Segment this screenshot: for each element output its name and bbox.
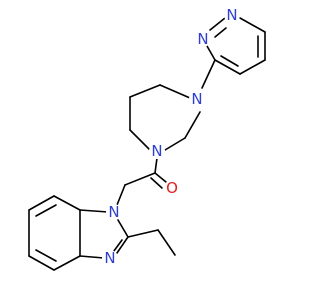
atom-symbol: N: [191, 90, 202, 108]
diazepane-nitrogen-4: N: [189, 90, 205, 108]
atom-symbol: O: [166, 179, 178, 197]
pyridazine-nitrogen-1: N: [195, 30, 211, 48]
carbonyl-oxygen: O: [164, 179, 180, 197]
bond: [129, 129, 151, 151]
bond: [35, 249, 57, 262]
molecule-structure-diagram: N N N N O N N: [28, 6, 266, 271]
bond: [117, 219, 129, 238]
bond: [184, 111, 201, 139]
diazepane-ring: [129, 84, 201, 151]
bond: [150, 177, 163, 189]
bond: [79, 209, 109, 213]
bond: [239, 59, 266, 75]
bond: [79, 255, 105, 259]
bond: [116, 236, 129, 254]
atom-symbol: N: [226, 6, 237, 24]
bond: [159, 84, 191, 99]
atom-labels: N N N N O N N: [102, 6, 240, 267]
bond: [35, 204, 57, 217]
bond: [154, 157, 158, 174]
diazepane-nitrogen-1: N: [149, 142, 165, 160]
bond: [28, 195, 55, 211]
bond: [28, 255, 55, 271]
atom-symbol: N: [104, 249, 115, 267]
bond: [157, 229, 176, 256]
bond: [127, 229, 159, 238]
atom-symbol: N: [108, 203, 119, 221]
bond: [220, 55, 239, 67]
benzimidazole-system: [28, 195, 129, 271]
bond: [53, 255, 81, 271]
bond: [214, 27, 227, 38]
bond: [154, 172, 167, 183]
atom-symbol: N: [151, 142, 162, 160]
bond: [209, 17, 226, 31]
pyridazine-ring: [206, 17, 266, 75]
bond: [214, 59, 241, 75]
atom-symbol: N: [197, 30, 208, 48]
benzimidazole-nitrogen-1: N: [106, 203, 122, 221]
bond: [206, 45, 216, 61]
pyridazine-nitrogen-2: N: [224, 6, 240, 24]
bond: [129, 84, 161, 98]
bond: [239, 17, 266, 33]
bond: [124, 172, 156, 186]
bond: [201, 59, 216, 89]
benzimidazole-nitrogen-3: N: [102, 249, 118, 267]
bond: [164, 137, 186, 151]
bond: [53, 195, 81, 211]
bond: [116, 184, 126, 206]
